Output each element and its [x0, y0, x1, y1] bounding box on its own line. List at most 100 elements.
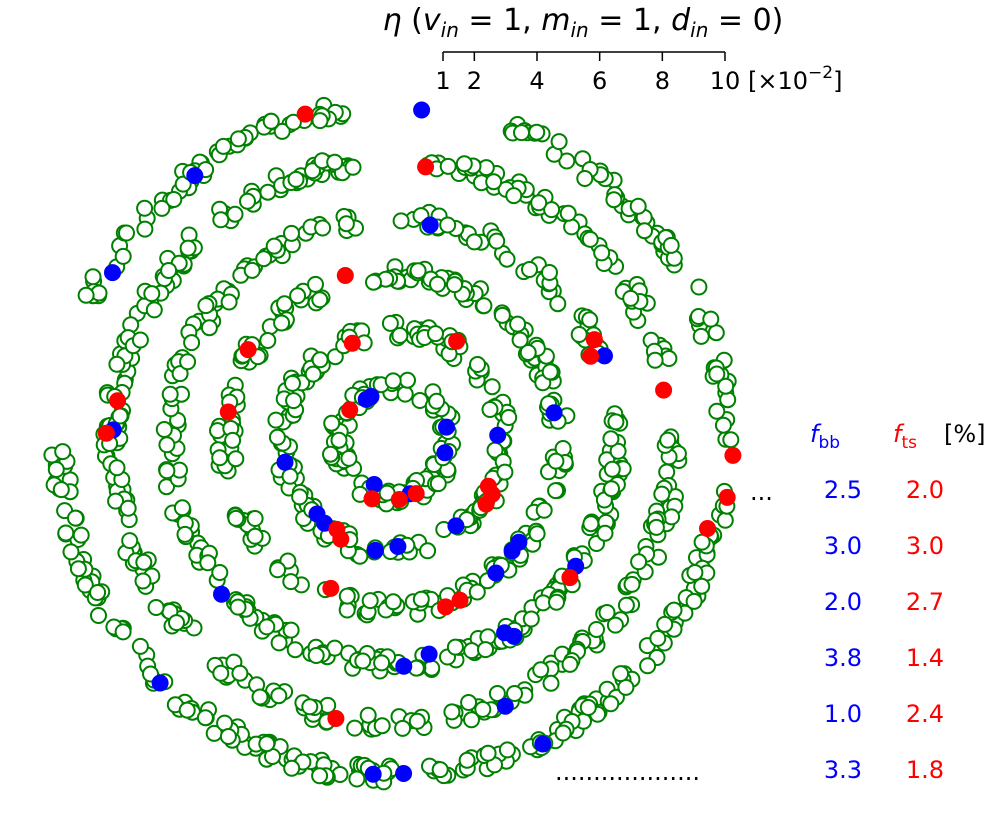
normal-marker [220, 293, 238, 311]
normal-marker [493, 306, 511, 324]
normal-marker [653, 485, 671, 503]
ring [267, 313, 518, 565]
normal-marker [522, 610, 540, 628]
normal-marker [211, 449, 229, 467]
normal-marker [326, 153, 344, 171]
normal-marker [593, 244, 611, 262]
normal-marker [409, 262, 427, 280]
normal-marker [311, 767, 329, 785]
normal-marker [171, 365, 189, 383]
normal-marker [475, 297, 493, 315]
bb-marker [413, 101, 431, 119]
normal-marker [227, 509, 245, 527]
normal-marker [114, 247, 132, 265]
normal-marker [283, 759, 301, 777]
normal-marker [485, 173, 503, 191]
normal-marker [258, 618, 276, 636]
normal-marker [647, 518, 665, 536]
normal-marker [474, 700, 492, 718]
ts-marker [437, 598, 455, 616]
normal-marker [160, 262, 178, 279]
bb-marker [395, 765, 413, 782]
normal-marker [439, 216, 457, 234]
normal-marker [419, 542, 437, 560]
fbb-value: 3.3 [824, 756, 862, 784]
normal-marker [543, 201, 561, 219]
normal-marker [90, 607, 107, 624]
ts-marker [363, 490, 381, 508]
normal-marker [196, 709, 214, 727]
bb-marker [420, 645, 438, 663]
bb-marker [421, 216, 439, 234]
normal-marker [576, 170, 594, 187]
normal-marker [511, 331, 529, 349]
normal-marker [465, 233, 483, 251]
normal-marker [570, 326, 588, 343]
normal-marker [588, 621, 605, 638]
bb-marker [545, 404, 563, 422]
normal-marker [108, 459, 126, 477]
normal-marker [72, 526, 90, 544]
normal-marker [528, 525, 546, 543]
bb-marker [213, 585, 230, 603]
normal-marker [199, 554, 217, 572]
normal-marker [660, 350, 678, 367]
normal-marker [118, 224, 135, 242]
normal-marker [530, 194, 548, 212]
fts-value: 1.4 [906, 644, 944, 672]
normal-marker [506, 685, 523, 702]
normal-marker [429, 475, 447, 493]
normal-marker [394, 719, 412, 737]
normal-marker [155, 421, 173, 438]
scale-multiplier: [×10−2] [748, 63, 842, 95]
normal-marker [229, 130, 247, 148]
normal-marker [136, 199, 154, 217]
normal-marker [563, 218, 581, 236]
normal-marker [291, 488, 309, 506]
normal-marker [596, 524, 614, 542]
bb-marker [496, 624, 514, 642]
rings-group [43, 96, 742, 791]
bb-marker [362, 388, 380, 405]
bb-marker [364, 765, 382, 783]
ts-marker [585, 331, 603, 349]
normal-marker [630, 553, 648, 571]
bb-marker [438, 418, 455, 436]
normal-marker [301, 698, 319, 716]
normal-marker [381, 314, 399, 332]
normal-marker [396, 385, 414, 403]
ring [43, 96, 742, 791]
normal-marker [145, 301, 163, 319]
normal-marker [227, 450, 245, 468]
normal-marker [200, 319, 218, 337]
normal-marker [547, 482, 565, 500]
normal-marker [323, 414, 341, 432]
fts-value: 2.4 [906, 700, 944, 728]
ts-marker [327, 710, 345, 727]
normal-marker [121, 532, 139, 550]
normal-marker [458, 751, 476, 769]
normal-marker [287, 170, 305, 188]
normal-marker [212, 664, 230, 682]
normal-marker [659, 431, 677, 449]
normal-marker [617, 596, 635, 614]
ts-marker [343, 334, 361, 352]
normal-marker [477, 641, 494, 659]
fbb-header: fbb [810, 420, 840, 453]
normal-marker [344, 158, 362, 176]
normal-marker [284, 374, 301, 392]
bb-marker [365, 476, 383, 493]
normal-marker [62, 543, 80, 561]
normal-marker [554, 724, 572, 742]
normal-marker [579, 699, 597, 716]
bb-marker [489, 426, 507, 444]
normal-marker [284, 113, 302, 131]
normal-marker [373, 717, 391, 735]
fbb-value: 2.0 [824, 588, 862, 616]
normal-marker [716, 511, 734, 529]
normal-marker [307, 647, 325, 664]
normal-marker [273, 314, 291, 332]
normal-marker [541, 264, 558, 281]
ts-marker [322, 579, 340, 597]
